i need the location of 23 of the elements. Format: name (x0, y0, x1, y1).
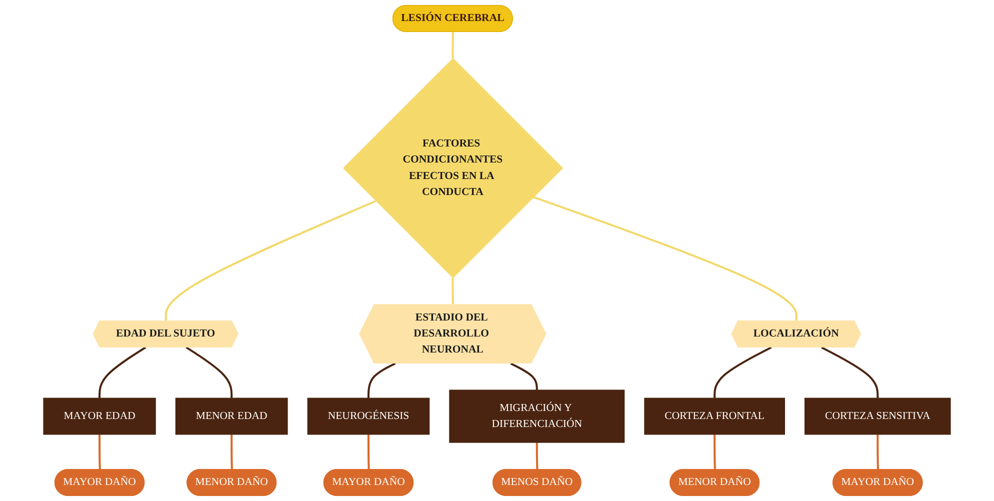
connector (186, 346, 233, 398)
connector (452, 32, 454, 58)
connector (164, 200, 376, 322)
node-box: MIGRACIÓN Y DIFERENCIACIÓN (449, 390, 625, 443)
connector (452, 278, 454, 305)
connector (714, 346, 772, 398)
connector (876, 434, 879, 470)
connector (714, 434, 716, 470)
node-box: CORTEZA FRONTAL (644, 398, 785, 435)
node-box: CORTEZA SENSITIVA (804, 398, 951, 435)
connector (98, 434, 101, 470)
node-box: MENOR EDAD (175, 398, 288, 435)
connector (367, 434, 370, 470)
connector (533, 196, 798, 322)
connector (230, 434, 233, 470)
node-diamond: FACTORES CONDICIONANTES EFECTOS EN LA CONDUCTA (342, 58, 564, 278)
connector (821, 346, 879, 398)
connector (536, 442, 538, 470)
connector (98, 346, 146, 398)
node-box: MAYOR EDAD (43, 398, 156, 435)
node-box: NEUROGÉNESIS (307, 398, 430, 435)
connector (510, 362, 538, 390)
connector (367, 362, 396, 398)
